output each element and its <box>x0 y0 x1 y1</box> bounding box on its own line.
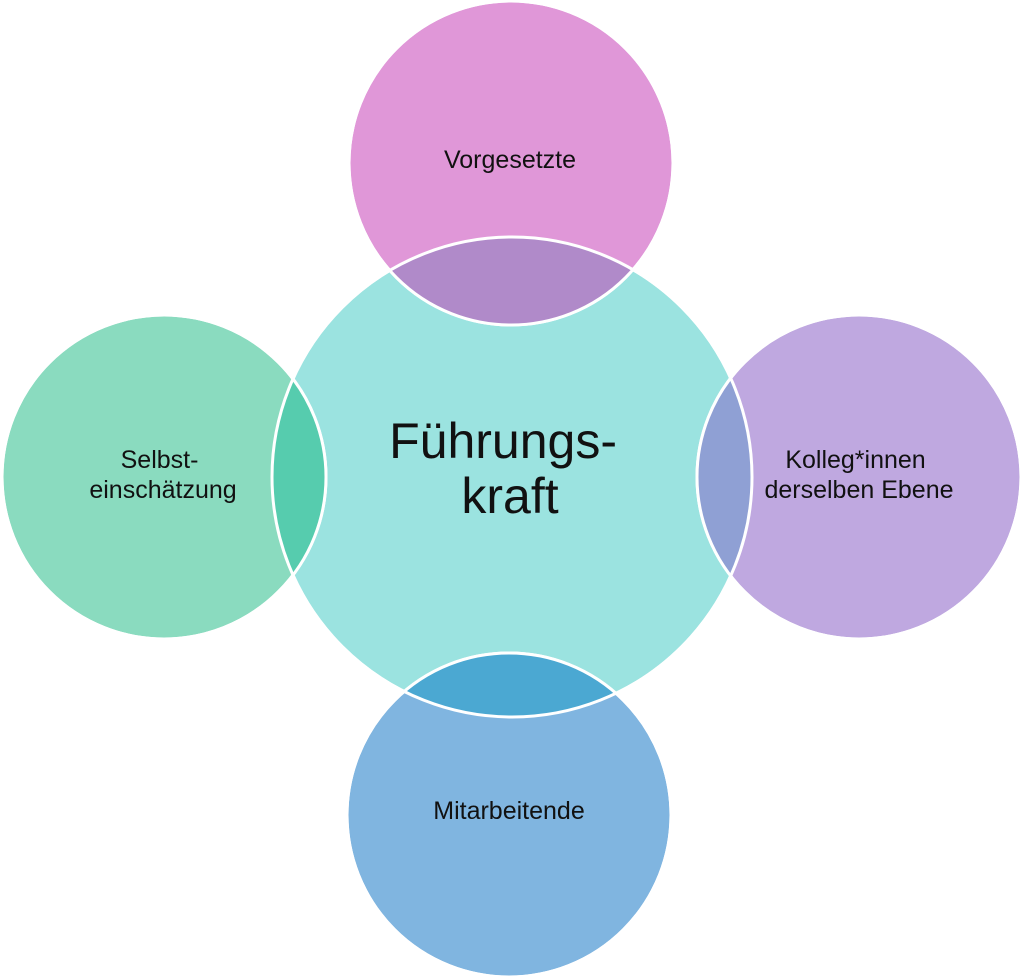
top-label: Vorgesetzte <box>444 146 576 174</box>
bottom-label: Mitarbeitende <box>433 797 584 825</box>
right-outline <box>695 313 1023 641</box>
center-label: Führungs- kraft <box>389 413 631 524</box>
center-outline <box>270 235 754 719</box>
top-outline <box>347 0 675 327</box>
left-outline <box>0 313 328 641</box>
bottom-outline <box>345 651 673 979</box>
right-label: Kolleg*innen derselben Ebene <box>764 446 953 504</box>
left-label: Selbst- einschätzung <box>89 446 236 504</box>
